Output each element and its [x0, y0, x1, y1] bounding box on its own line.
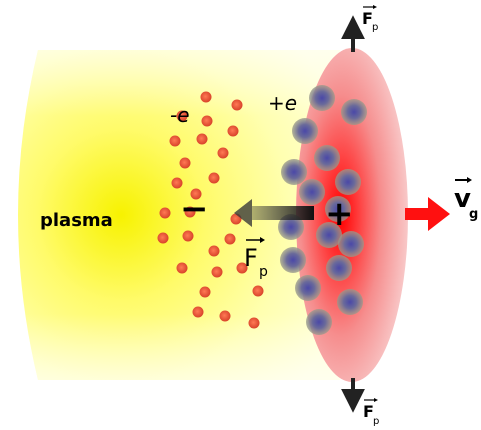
negative-sign: − [180, 189, 209, 229]
ion-sphere-icon [309, 85, 335, 111]
electron-dot-icon [200, 91, 212, 103]
electron-dot-icon [248, 317, 260, 329]
ion-sphere-icon [299, 179, 325, 205]
force-label-bottom: F p [363, 398, 379, 427]
force-arrow-center [234, 199, 314, 227]
electron-dot-icon [159, 207, 171, 219]
svg-text:p: p [259, 264, 268, 280]
electron-dot-icon [171, 177, 183, 189]
svg-text:v: v [454, 184, 471, 214]
velocity-arrow [405, 197, 450, 231]
plasma-cylinder [18, 50, 340, 380]
electron-dot-icon [179, 157, 191, 169]
electron-cloud [157, 91, 264, 329]
ion-sphere-icon [326, 255, 352, 281]
electron-dot-icon [176, 262, 188, 274]
electron-dot-icon [157, 232, 169, 244]
electron-dot-icon [182, 230, 194, 242]
svg-text:F: F [363, 402, 374, 421]
ion-sphere-icon [337, 289, 363, 315]
force-label-top: F p [362, 5, 378, 33]
svg-text:F: F [244, 244, 258, 272]
electron-dot-icon [201, 115, 213, 127]
electron-dot-icon [176, 110, 188, 122]
ion-sphere-icon [281, 159, 307, 185]
force-label-center: F p [244, 237, 268, 280]
electron-dot-icon [252, 285, 264, 297]
electron-dot-icon [208, 245, 220, 257]
velocity-label: v g [454, 177, 478, 222]
electron-dot-icon [227, 125, 239, 137]
electron-charge-label: -e [170, 103, 190, 127]
electron-dot-icon [217, 147, 229, 159]
electron-dot-icon [219, 310, 231, 322]
ion-sphere-icon [280, 247, 306, 273]
ion-sphere-icon [295, 275, 321, 301]
svg-text:F: F [362, 9, 373, 28]
electron-dot-icon [231, 99, 243, 111]
ion-sphere-icon [341, 99, 367, 125]
electron-dot-icon [199, 286, 211, 298]
ion-sphere-icon [325, 196, 351, 222]
ion-sphere-icon [306, 309, 332, 335]
ion-sphere-icon [278, 214, 304, 240]
ion-charge-label: +e [268, 91, 297, 115]
ion-sphere-icon [316, 222, 342, 248]
driver-disk [296, 48, 408, 382]
ion-cloud [278, 85, 367, 335]
svg-text:p: p [373, 416, 379, 427]
ion-sphere-icon [292, 118, 318, 144]
electron-dot-icon [190, 188, 202, 200]
ion-sphere-icon [338, 231, 364, 257]
electron-dot-icon [208, 172, 220, 184]
svg-text:p: p [372, 22, 378, 33]
electron-dot-icon [224, 233, 236, 245]
electron-dot-icon [211, 266, 223, 278]
electron-dot-icon [184, 206, 196, 218]
plasma-label: plasma [40, 210, 113, 231]
electron-dot-icon [169, 135, 181, 147]
ion-sphere-icon [335, 169, 361, 195]
electron-dot-icon [192, 306, 204, 318]
electron-dot-icon [236, 262, 248, 274]
svg-text:g: g [469, 207, 478, 222]
electron-dot-icon [196, 133, 208, 145]
ion-sphere-icon [314, 145, 340, 171]
positive-sign: + [325, 194, 354, 234]
